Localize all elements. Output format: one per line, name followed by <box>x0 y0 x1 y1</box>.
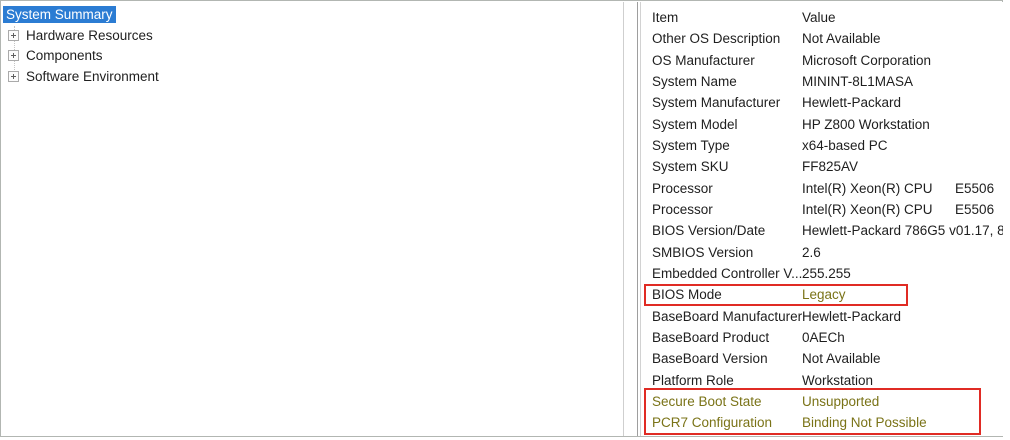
table-row[interactable]: OS Manufacturer Microsoft Corporation <box>642 50 1003 71</box>
tree-item-label: Software Environment <box>26 68 159 84</box>
tree-item-system-summary[interactable]: System Summary <box>3 4 618 25</box>
column-header-item[interactable]: Item <box>652 10 679 25</box>
item-cell: BaseBoard Version <box>652 351 768 367</box>
value-cell: Hewlett-Packard <box>802 95 902 111</box>
value-cell: Not Available <box>802 31 881 47</box>
value-cell: Unsupported <box>802 393 880 409</box>
tree-item-components[interactable]: Components <box>3 45 618 66</box>
item-cell: Other OS Description <box>652 31 781 47</box>
expand-plus-icon[interactable] <box>8 29 19 41</box>
item-cell: SMBIOS Version <box>652 244 754 260</box>
value-cell: Intel(R) Xeon(R) CPU E5506 <box>802 201 995 217</box>
table-row[interactable]: Other OS Description Not Available <box>642 28 1003 49</box>
value-cell: FF825AV <box>802 159 859 175</box>
table-row[interactable]: BaseBoard Version Not Available <box>642 348 1003 369</box>
value-cell: Microsoft Corporation <box>802 52 932 68</box>
value-cell: 255.255 <box>802 265 851 281</box>
table-row[interactable]: Processor Intel(R) Xeon(R) CPU E5506 <box>642 199 1003 220</box>
item-cell: System SKU <box>652 159 729 175</box>
tree-item-label: System Summary <box>3 5 116 23</box>
table-row[interactable]: System Model HP Z800 Workstation <box>642 114 1003 135</box>
table-row[interactable]: SMBIOS Version 2.6 <box>642 242 1003 263</box>
item-cell: System Name <box>652 73 737 89</box>
item-cell: BaseBoard Manufacturer <box>652 308 802 324</box>
value-cell: Hewlett-Packard <box>802 308 902 324</box>
value-cell: Intel(R) Xeon(R) CPU E5506 <box>802 180 995 196</box>
item-cell: BIOS Mode <box>652 287 722 303</box>
item-cell: PCR7 Configuration <box>652 415 773 431</box>
value-cell: 0AECh <box>802 329 845 345</box>
table-row[interactable]: System Manufacturer Hewlett-Packard <box>642 92 1003 113</box>
value-cell: 2.6 <box>802 244 821 260</box>
table-row[interactable]: System SKU FF825AV <box>642 156 1003 177</box>
expand-plus-icon[interactable] <box>8 50 19 62</box>
table-row[interactable]: Embedded Controller V...255.255 <box>642 263 1003 284</box>
table-row[interactable]: System Name MININT-8L1MASA <box>642 71 1003 92</box>
item-cell: System Model <box>652 116 738 132</box>
item-cell: Secure Boot State <box>652 393 762 409</box>
table-header-row: Item Value <box>642 7 1003 28</box>
value-cell: HP Z800 Workstation <box>802 116 930 132</box>
item-cell: BIOS Version/Date <box>652 223 766 239</box>
panel-separator <box>623 2 624 436</box>
value-cell: x64-based PC <box>802 137 888 153</box>
value-cell: Legacy <box>802 287 846 303</box>
item-cell: BaseBoard Product <box>652 329 770 345</box>
table-row[interactable]: BIOS Mode Legacy <box>642 284 1003 305</box>
item-cell: System Manufacturer <box>652 95 781 111</box>
value-cell: Binding Not Possible <box>802 415 927 431</box>
column-header-value[interactable]: Value <box>802 10 836 25</box>
value-cell: Not Available <box>802 351 881 367</box>
item-cell: System Type <box>652 137 730 153</box>
tree-item-label: Components <box>26 48 103 64</box>
table-row[interactable]: PCR7 Configuration Binding Not Possible <box>642 412 1003 433</box>
table-row[interactable]: Secure Boot State Unsupported <box>642 391 1003 412</box>
item-cell: Embedded Controller V... <box>652 265 802 281</box>
item-cell: Processor <box>652 201 713 217</box>
navigation-tree: System Summary Hardware Resources Compon… <box>3 4 618 87</box>
table-row[interactable]: Processor Intel(R) Xeon(R) CPU E5506 <box>642 178 1003 199</box>
table-row[interactable]: BaseBoard Product 0AECh <box>642 327 1003 348</box>
item-cell: OS Manufacturer <box>652 52 755 68</box>
value-cell: Hewlett-Packard 786G5 v01.17, 8/ <box>802 223 1003 239</box>
value-cell: Workstation <box>802 372 874 388</box>
value-cell: MININT-8L1MASA <box>802 73 914 89</box>
item-cell: Platform Role <box>652 372 734 388</box>
table-row[interactable]: System Type x64-based PC <box>642 135 1003 156</box>
table-row[interactable]: Platform Role Workstation <box>642 370 1003 391</box>
expand-plus-icon[interactable] <box>8 70 19 82</box>
item-cell: Processor <box>652 180 713 196</box>
tree-item-software-environment[interactable]: Software Environment <box>3 66 618 87</box>
tree-item-hardware-resources[interactable]: Hardware Resources <box>3 25 618 46</box>
table-row[interactable]: BIOS Version/Date Hewlett-Packard 786G5 v… <box>642 220 1003 241</box>
tree-item-label: Hardware Resources <box>26 27 153 43</box>
